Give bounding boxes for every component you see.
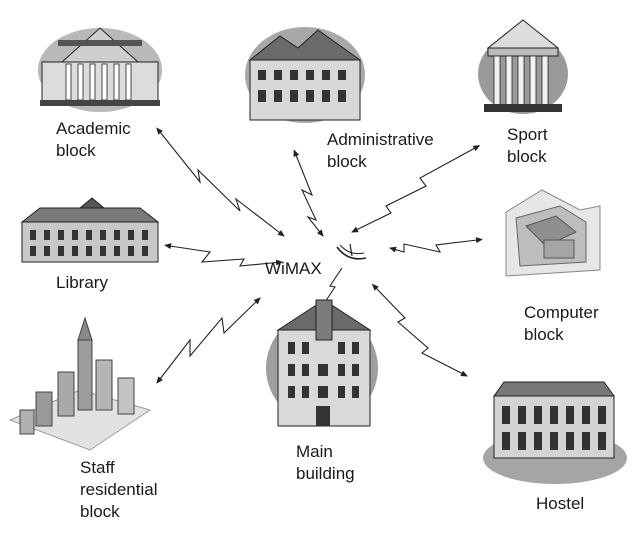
node-label-main: Main building (296, 441, 355, 485)
label-line: block (56, 141, 96, 160)
label-line: block (327, 152, 367, 171)
label-line: block (524, 325, 564, 344)
label-line: Academic (56, 119, 131, 138)
node-label-staff: Staff residential block (80, 457, 158, 523)
label-line: building (296, 464, 355, 483)
label-line: Library (56, 273, 108, 292)
label-line: block (80, 502, 120, 521)
label-line: Sport (507, 125, 548, 144)
node-label-sport: Sport block (507, 124, 548, 168)
node-label-administrative: Administrative block (327, 129, 434, 173)
link-sport (351, 145, 481, 233)
link-computer (389, 237, 483, 253)
node-label-computer: Computer block (524, 302, 599, 346)
label-line: residential (80, 480, 158, 499)
label-line: block (507, 147, 547, 166)
antenna-icon (336, 243, 367, 260)
node-label-academic: Academic block (56, 118, 131, 162)
hub-label: WiMAX (265, 259, 322, 278)
label-line: Hostel (536, 494, 585, 513)
link-main (324, 267, 343, 303)
link-hostel (371, 283, 468, 377)
label-line: Staff (80, 458, 115, 477)
node-label-library: Library (56, 272, 108, 294)
label-line: Administrative (327, 130, 434, 149)
link-academic (156, 127, 285, 237)
label-line: Main (296, 442, 333, 461)
link-admin (293, 149, 324, 237)
label-line: Computer (524, 303, 599, 322)
link-staff (156, 297, 261, 384)
node-label-hostel: Hostel (536, 493, 584, 515)
link-library (164, 243, 283, 267)
